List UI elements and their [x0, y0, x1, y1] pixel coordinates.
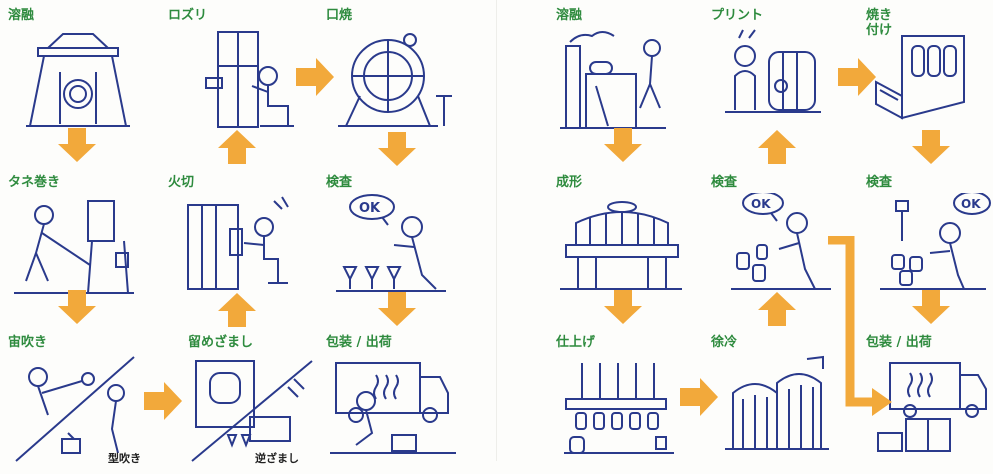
step-print: プリント — [711, 8, 861, 143]
arrow-up — [758, 292, 796, 326]
furnace-icon — [8, 26, 158, 143]
arrow-down — [378, 292, 416, 326]
step-label: 溶融 — [556, 8, 583, 23]
step-label: プリント — [711, 8, 764, 23]
step-label: 包装 / 出荷 — [326, 335, 392, 350]
arrow-down — [58, 128, 96, 162]
step-label: 仕上げ — [556, 335, 596, 350]
panel-divider — [496, 0, 497, 461]
step-inspect-1: 検査 OK — [711, 175, 861, 310]
inspector-ok-icon: OK — [326, 193, 476, 310]
cutting-worker-icon — [168, 193, 318, 310]
arrow-down — [912, 130, 950, 164]
step-tanemaki: タネ巻き — [8, 175, 158, 310]
arrow-right — [838, 58, 876, 96]
step-pack: 包装 / 出荷 — [866, 335, 993, 470]
ok-bubble-text: OK — [751, 197, 771, 211]
arrow-elbow-to-pack — [828, 236, 892, 416]
wheel-machine-icon — [326, 26, 476, 143]
step-label: 宙吹き — [8, 335, 48, 350]
arrow-down — [604, 128, 642, 162]
kiln-icon — [866, 26, 993, 143]
step-label: 留めざまし — [188, 335, 254, 350]
step-tomezamashi: 留めざまし — [188, 335, 338, 470]
arrow-down — [378, 132, 416, 166]
worker-machine-icon — [168, 26, 318, 143]
step-label: タネ巻き — [8, 175, 61, 190]
inspector-ok-icon: OK — [866, 191, 993, 310]
arrow-right — [680, 378, 718, 416]
step-label: 検査 — [326, 175, 353, 190]
step-chubuki: 宙吹き — [8, 335, 158, 470]
step-finish: 仕上げ — [556, 335, 706, 470]
arrow-right — [144, 382, 182, 420]
arrow-down — [58, 290, 96, 324]
arrow-up — [758, 130, 796, 164]
step-label: 検査 — [866, 175, 893, 190]
step-melt: 溶融 — [8, 8, 158, 143]
step-inspect: 検査 OK — [326, 175, 476, 310]
step-label: ロズリ — [168, 8, 208, 23]
ok-bubble-text: OK — [359, 201, 381, 216]
lehr-icon — [711, 353, 861, 470]
step-label: 焼き 付け — [866, 8, 893, 38]
forming-machine-icon — [556, 193, 706, 310]
burner-line-icon — [556, 353, 706, 470]
step-label: 包装 / 出荷 — [866, 335, 932, 350]
step-hikiri: 火切 — [168, 175, 318, 310]
step-inspect-2: 検査 OK — [866, 175, 993, 310]
arrow-right — [296, 58, 334, 96]
step-label: 火切 — [168, 175, 195, 190]
truck-packing-icon — [866, 353, 993, 470]
step-forming: 成形 — [556, 175, 706, 310]
factory-icon — [556, 26, 706, 143]
truck-packing-icon — [326, 353, 476, 470]
arrow-down — [912, 290, 950, 324]
step-cooling: 徐冷 — [711, 335, 861, 470]
caption-katabuki: 型吹き — [108, 452, 141, 465]
arrow-down — [604, 290, 642, 324]
step-rosuri: ロズリ — [168, 8, 318, 143]
caption-gyakuzamashi: 逆ざまし — [255, 452, 299, 465]
inspector-ok-icon: OK — [711, 191, 861, 310]
step-label: 成形 — [556, 175, 583, 190]
arrow-up — [218, 293, 256, 327]
step-kuchiyaki: 口焼 — [326, 8, 476, 143]
annealing-lehr-icon — [188, 353, 338, 470]
step-pack: 包装 / 出荷 — [326, 335, 476, 470]
printing-worker-icon — [711, 26, 861, 143]
step-melt: 溶融 — [556, 8, 706, 143]
step-label: 溶融 — [8, 8, 35, 23]
free-blowing-icon — [8, 353, 158, 470]
ok-bubble-text: OK — [961, 197, 981, 211]
step-label: 徐冷 — [711, 335, 738, 350]
arrow-up — [218, 130, 256, 164]
step-bake: 焼き 付け — [866, 8, 993, 143]
step-label: 検査 — [711, 175, 738, 190]
step-label: 口焼 — [326, 8, 353, 23]
